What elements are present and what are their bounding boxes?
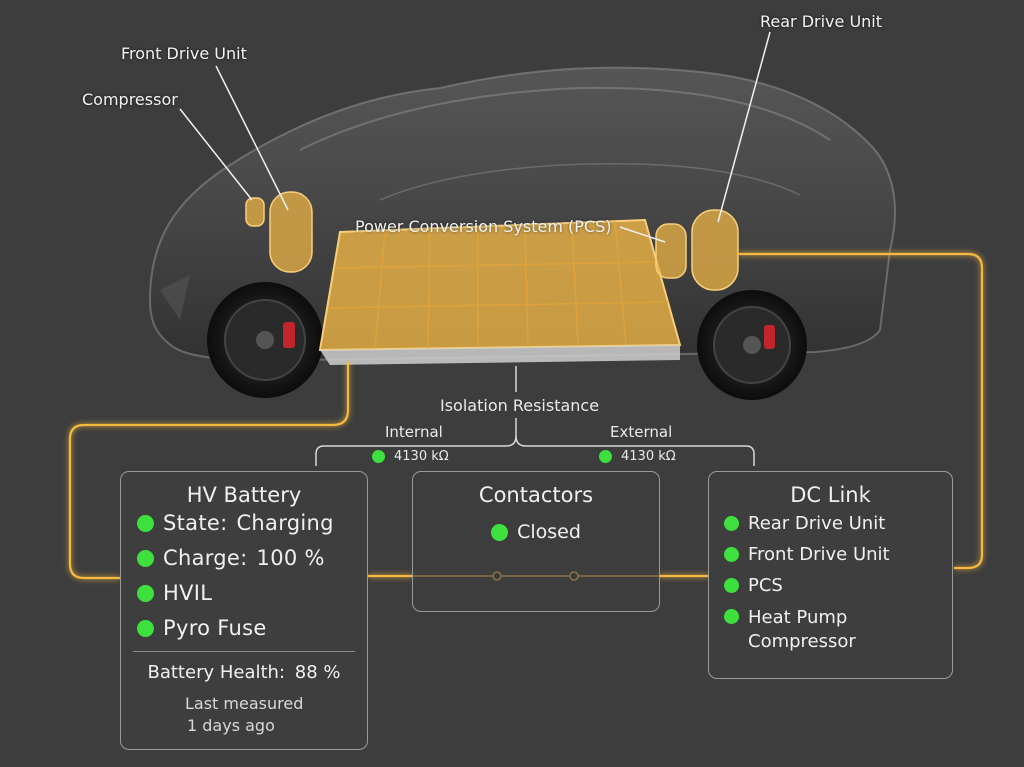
- front-drive-unit-callout: Front Drive Unit: [121, 44, 247, 63]
- status-ok-icon: [724, 547, 739, 562]
- panel-divider: [133, 651, 355, 652]
- status-ok-icon: [137, 619, 154, 637]
- hv-circuit: [68, 252, 984, 580]
- rear-drive-unit-component: [691, 209, 739, 291]
- status-ok-icon: [137, 549, 154, 567]
- last-measured-time: 1 days ago: [187, 716, 275, 735]
- status-ok-icon: [599, 450, 612, 463]
- last-measured-label: Last measured: [185, 694, 304, 713]
- compressor-callout: Compressor: [82, 90, 178, 109]
- dc-link-panel: DC Link Rear Drive Unit Front Drive Unit…: [708, 471, 953, 679]
- contactors-panel: Contactors Closed: [412, 471, 660, 612]
- pcs-component: [655, 223, 687, 279]
- front-wheel: [207, 282, 323, 398]
- battery-pack: [318, 218, 682, 365]
- hv-battery-title: HV Battery: [186, 483, 302, 507]
- hv-battery-pyro-fuse-row: Pyro Fuse: [137, 616, 367, 640]
- dc-link-title: DC Link: [790, 483, 871, 507]
- status-ok-icon: [372, 450, 385, 463]
- isolation-internal-label: Internal: [385, 423, 443, 441]
- status-ok-icon: [137, 514, 154, 532]
- isolation-external-label: External: [610, 423, 673, 441]
- hv-battery-state-row: State: Charging: [137, 511, 367, 535]
- isolation-bracket: [315, 366, 755, 466]
- pcs-callout: Power Conversion System (PCS): [355, 217, 612, 236]
- battery-health: Battery Health: 88 %: [147, 662, 341, 683]
- status-ok-icon: [724, 578, 739, 593]
- isolation-resistance-title: Isolation Resistance: [440, 396, 600, 415]
- hv-battery-charge-row: Charge: 100 %: [137, 546, 367, 570]
- status-ok-icon: [491, 523, 509, 541]
- dc-link-heat-pump-compressor: Heat Pump Compressor: [724, 606, 952, 654]
- front-drive-unit-component: [269, 191, 313, 273]
- status-ok-icon: [137, 584, 154, 602]
- hv-battery-hvil-row: HVIL: [137, 581, 367, 605]
- dc-link-rear-drive-unit: Rear Drive Unit: [724, 513, 952, 534]
- status-ok-icon: [724, 609, 739, 624]
- dc-link-pcs: PCS: [724, 575, 952, 596]
- dc-link-front-drive-unit: Front Drive Unit: [724, 544, 952, 565]
- contactors-title: Contactors: [478, 483, 594, 507]
- isolation-internal-value: 4130 kΩ: [372, 449, 449, 464]
- hv-battery-panel: HV Battery State: Charging Charge: 100 %…: [120, 471, 368, 750]
- rear-wheel: [697, 290, 807, 400]
- status-ok-icon: [724, 516, 739, 531]
- contactors-status: Closed: [413, 521, 659, 543]
- rear-drive-unit-callout: Rear Drive Unit: [760, 12, 883, 31]
- compressor-component: [245, 197, 265, 227]
- isolation-external-value: 4130 kΩ: [599, 449, 676, 464]
